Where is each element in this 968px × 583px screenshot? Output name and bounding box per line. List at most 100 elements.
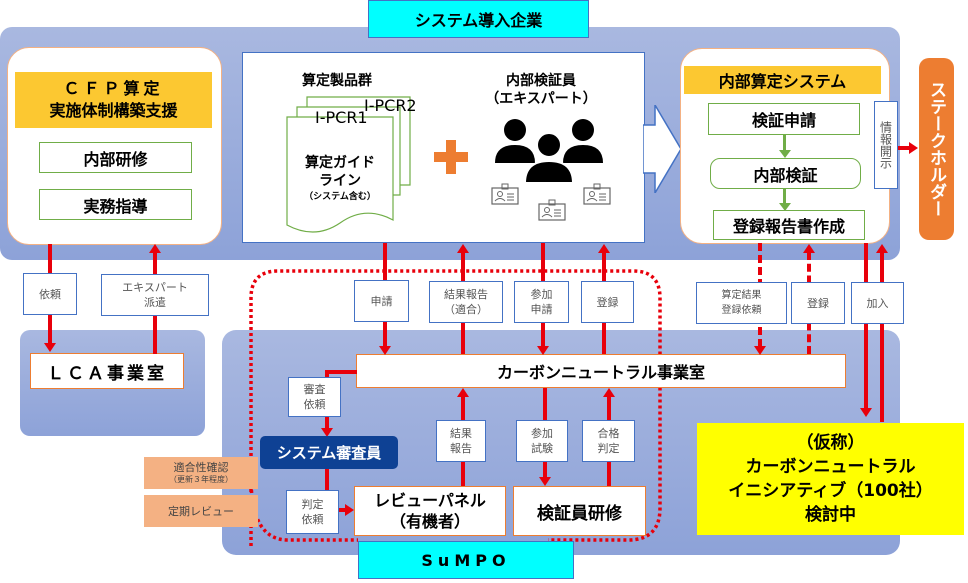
stakeholder-box: ステークホルダー	[919, 58, 954, 240]
review-request-line2: 依頼	[303, 398, 326, 411]
flow-register-label: 登録	[581, 281, 634, 323]
join-apply-arrowhead	[537, 346, 549, 355]
step-report-creation: 登録報告書作成	[713, 210, 865, 240]
register2-arrowhead	[803, 244, 815, 253]
pass-line2: 判定	[597, 442, 620, 455]
disclosure-arrow	[898, 146, 910, 150]
flow-result-report-label: 結果報告 （適合）	[429, 281, 503, 323]
pcr1-label: I-PCR1	[315, 108, 368, 127]
step-verification-request: 検証申請	[708, 103, 860, 135]
join-down-arrow	[864, 243, 868, 409]
periodic-review-note: 定期レビュー	[144, 495, 258, 527]
flow-join-apply-label: 参加 申請	[514, 281, 569, 323]
calc-result-arrowhead	[754, 346, 766, 355]
people-group-icon	[495, 119, 603, 184]
review-request-arrowhead	[321, 428, 333, 437]
verifier-training: 検証員研修	[513, 486, 646, 536]
conformity-line1: 適合性確認	[173, 461, 229, 474]
join-exam-arrowhead	[539, 477, 551, 486]
initiative-line3: イニシアティブ（100社）	[728, 481, 933, 501]
cfp-support-title: ＣＦＰ算定 実施体制構築支援	[15, 72, 212, 128]
cfp-item-internal-training: 内部研修	[39, 142, 192, 173]
pass-line1: 合格	[597, 427, 620, 440]
big-right-arrow-icon	[643, 105, 682, 193]
system-reviewer: システム審査員	[260, 436, 398, 469]
cfp-title-line1: ＣＦＰ算定	[63, 79, 164, 98]
review-request-connector	[325, 370, 357, 374]
conformity-line2: （更新３年程度）	[169, 475, 233, 484]
initiative-line1: （仮称）	[796, 433, 865, 453]
id-badge-icon	[583, 183, 611, 205]
id-badge-icon	[491, 183, 519, 205]
guide-note: （システム含む）	[304, 192, 376, 202]
guide-line2: ライン	[319, 173, 361, 189]
sumpo-scope-boundary	[249, 269, 662, 546]
request-arrowhead	[44, 343, 56, 352]
pcr2-label: I-PCR2	[364, 96, 417, 115]
expert-dispatch-arrowhead	[149, 244, 161, 253]
flow-join-exam-label: 参加 試験	[516, 420, 568, 462]
cn-office: カーボンニュートラル事業室	[356, 354, 846, 388]
plus-icon	[434, 140, 468, 174]
join-apply-line2: 申請	[530, 303, 553, 316]
review-request-line1: 審査	[303, 383, 326, 396]
review-panel-line2: （有機者）	[389, 512, 470, 531]
bottom-org-label: SuMPO	[358, 541, 574, 579]
join-up-arrow	[880, 252, 884, 422]
review-panel-line1: レビューパネル	[374, 491, 486, 510]
verifiers-line1: 内部検証員	[506, 73, 576, 89]
flow-register2-label: 登録	[791, 282, 845, 324]
judge-request-line1: 判定	[301, 498, 324, 511]
result-line1: 結果	[450, 427, 472, 440]
flow-calc-result-label: 算定結果 登録依頼	[696, 282, 787, 324]
result-arrowhead	[457, 388, 469, 397]
calc-result-line1: 算定結果	[721, 290, 762, 301]
expert-dispatch-line1: エキスパート	[122, 281, 188, 294]
result-line2: 報告	[450, 442, 472, 455]
document-stack-icon	[286, 96, 411, 233]
guide-line1: 算定ガイド	[305, 155, 375, 171]
join-down-arrowhead	[860, 408, 872, 417]
join-up-arrowhead	[876, 244, 888, 253]
result-report-arrowhead	[457, 244, 469, 253]
green-arrowhead	[779, 150, 791, 158]
join-exam-line1: 参加	[531, 427, 553, 440]
join-exam-line2: 試験	[531, 442, 553, 455]
register-arrowhead	[598, 244, 610, 253]
judge-request-line2: 依頼	[301, 513, 324, 526]
lca-office: ＬＣＡ事業室	[30, 353, 184, 389]
flow-request-label: 依頼	[23, 273, 77, 315]
flow-result-label: 結果 報告	[436, 420, 486, 462]
products-heading: 算定製品群	[302, 73, 372, 89]
cfp-title-line2: 実施体制構築支援	[49, 101, 178, 120]
calc-result-line2: 登録依頼	[721, 305, 762, 316]
flow-apply-label: 申請	[354, 280, 409, 322]
green-arrowhead	[779, 203, 791, 211]
flow-join-label: 加入	[851, 282, 904, 324]
green-arrow	[783, 189, 786, 205]
disclosure-arrowhead	[909, 142, 918, 154]
cn-initiative-box: （仮称） カーボンニュートラル イニシアティブ（100社） 検討中	[697, 423, 964, 535]
cfp-item-practical-guidance: 実務指導	[39, 189, 192, 220]
flow-pass-label: 合格 判定	[582, 420, 635, 462]
flow-review-request-label: 審査 依頼	[288, 377, 341, 417]
top-org-label: システム導入企業	[368, 0, 589, 38]
verifiers-line2: （エキスパート）	[485, 91, 597, 107]
flow-expert-dispatch-label: エキスパート 派遣	[101, 274, 209, 316]
result-report-line2: （適合）	[444, 303, 488, 316]
conformity-check-note: 適合性確認 （更新３年程度）	[144, 457, 258, 489]
join-apply-line1: 参加	[530, 288, 553, 301]
disclosure-label: 情報開示	[874, 101, 898, 189]
apply-arrowhead	[379, 346, 391, 355]
review-panel: レビューパネル （有機者）	[354, 486, 506, 536]
id-badge-icon	[538, 199, 566, 221]
step-internal-verification: 内部検証	[710, 158, 861, 189]
expert-dispatch-line2: 派遣	[144, 296, 166, 309]
green-arrow	[783, 135, 786, 151]
judge-request-arrowhead	[345, 504, 354, 516]
initiative-line4: 検討中	[805, 505, 856, 525]
internal-system-title: 内部算定システム	[684, 66, 881, 94]
flow-judge-request-label: 判定 依頼	[286, 490, 339, 534]
result-report-line1: 結果報告	[444, 288, 488, 301]
pass-arrowhead	[603, 388, 615, 397]
